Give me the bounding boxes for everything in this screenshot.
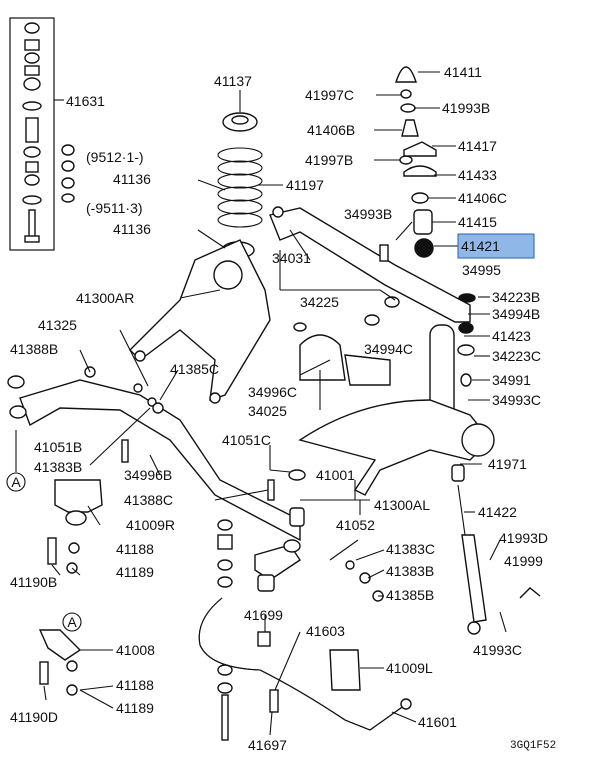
upper-arm-right — [129, 239, 271, 404]
label-41406c[interactable]: 41406C — [458, 190, 507, 206]
label-34993c[interactable]: 34993C — [492, 392, 541, 408]
label-41417[interactable]: 41417 — [458, 138, 497, 154]
label-41136-b[interactable]: 41136 — [113, 221, 151, 237]
label-41971[interactable]: 41971 — [488, 456, 527, 472]
label-34031[interactable]: 34031 — [272, 250, 311, 266]
label-41993d[interactable]: 41993D — [499, 530, 548, 546]
lower-left-parts — [38, 244, 389, 713]
label-34994c[interactable]: 34994C — [364, 341, 413, 357]
label-41411[interactable]: 41411 — [444, 64, 482, 80]
label-range-new[interactable]: (9512·1-) — [86, 149, 144, 165]
label-41999[interactable]: 41999 — [504, 553, 543, 569]
label-41415[interactable]: 41415 — [458, 214, 497, 230]
label-41383b-1[interactable]: 41383B — [34, 459, 82, 475]
label-34223b[interactable]: 34223B — [492, 289, 540, 305]
label-41421[interactable]: 41421 — [461, 238, 500, 254]
label-41699[interactable]: 41699 — [244, 607, 283, 623]
lower-arm-left — [298, 399, 495, 496]
label-41001[interactable]: 41001 — [316, 467, 355, 483]
marker-a-2: A — [62, 612, 82, 632]
label-41188-2[interactable]: 41188 — [116, 677, 154, 693]
bushing-stack — [61, 144, 75, 203]
kit-41631 — [9, 17, 64, 251]
label-41388b[interactable]: 41388B — [10, 341, 58, 357]
label-34996c[interactable]: 34996C — [248, 384, 297, 400]
label-41601[interactable]: 41601 — [418, 714, 457, 730]
label-34225[interactable]: 34225 — [300, 294, 339, 310]
label-41189-1[interactable]: 41189 — [116, 564, 154, 580]
label-41008[interactable]: 41008 — [116, 642, 155, 658]
label-41051b[interactable]: 41051B — [34, 439, 82, 455]
label-41423[interactable]: 41423 — [492, 328, 531, 344]
coil-spring — [217, 112, 263, 259]
label-41300ar[interactable]: 41300AR — [76, 290, 134, 306]
label-41188-1[interactable]: 41188 — [116, 541, 154, 557]
label-41631[interactable]: 41631 — [66, 93, 105, 109]
marker-a-text: A — [11, 474, 21, 490]
label-41993b[interactable]: 41993B — [442, 100, 490, 116]
label-34025[interactable]: 34025 — [248, 403, 287, 419]
label-41388c[interactable]: 41388C — [124, 492, 173, 508]
shock-absorber — [451, 464, 541, 635]
marker-a-text: A — [67, 614, 77, 630]
crossmember — [269, 206, 471, 386]
label-41052[interactable]: 41052 — [336, 517, 375, 533]
label-41137[interactable]: 41137 — [214, 73, 252, 89]
marker-a-1: A — [6, 472, 26, 492]
label-34991[interactable]: 34991 — [492, 372, 531, 388]
label-34223c[interactable]: 34223C — [492, 348, 541, 364]
label-41325[interactable]: 41325 — [38, 317, 77, 333]
label-41997c[interactable]: 41997C — [305, 87, 354, 103]
label-41997b[interactable]: 41997B — [305, 152, 353, 168]
leader-lines — [15, 71, 507, 736]
rear-member-parts — [254, 469, 306, 592]
label-41406b[interactable]: 41406B — [307, 122, 355, 138]
label-41190b[interactable]: 41190B — [10, 574, 57, 590]
subframe-left — [7, 375, 301, 542]
part-labels[interactable]: 41631 41137 41411 41997C 41993B 41406B 4… — [10, 64, 548, 753]
label-34993b[interactable]: 34993B — [344, 206, 392, 222]
label-41197[interactable]: 41197 — [286, 177, 324, 193]
highlight-41421 — [457, 233, 535, 259]
label-41433[interactable]: 41433 — [458, 167, 497, 183]
label-41383b-2[interactable]: 41383B — [386, 563, 434, 579]
label-41009l[interactable]: 41009L — [386, 660, 433, 676]
label-41300al[interactable]: 41300AL — [374, 497, 430, 513]
link-column — [217, 519, 233, 741]
label-41009r[interactable]: 41009R — [126, 517, 175, 533]
label-41190d[interactable]: 41190D — [10, 709, 58, 725]
diagram-code: 3GQ1F52 — [510, 740, 556, 752]
label-41422[interactable]: 41422 — [478, 504, 517, 520]
label-41603[interactable]: 41603 — [306, 623, 345, 639]
label-34996b[interactable]: 34996B — [124, 467, 172, 483]
label-41189-2[interactable]: 41189 — [116, 700, 154, 716]
label-41385c[interactable]: 41385C — [170, 361, 219, 377]
label-41136-a[interactable]: 41136 — [113, 171, 151, 187]
label-41697[interactable]: 41697 — [248, 737, 287, 753]
stabilizer-bar — [198, 597, 412, 731]
label-41385b[interactable]: 41385B — [386, 587, 434, 603]
label-34995[interactable]: 34995 — [462, 262, 501, 278]
label-41383c[interactable]: 41383C — [386, 541, 435, 557]
label-41051c[interactable]: 41051C — [222, 432, 271, 448]
label-range-old[interactable]: (-9511·3) — [86, 200, 143, 216]
label-41993c[interactable]: 41993C — [473, 642, 522, 658]
label-34994b[interactable]: 34994B — [492, 306, 540, 322]
